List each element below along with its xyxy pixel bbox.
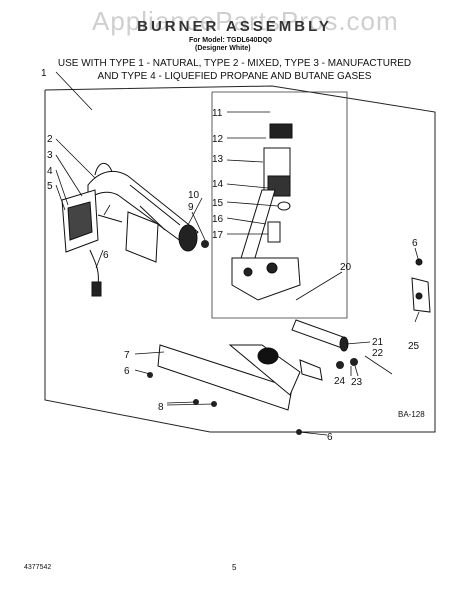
page-title: BURNER ASSEMBLY: [137, 18, 332, 35]
callout-label: 2: [47, 134, 53, 145]
callout-label: 4: [47, 166, 53, 177]
mounting-plate: [157, 344, 323, 411]
callout-label: 9: [188, 202, 194, 213]
screw: [147, 372, 153, 378]
callout-label: 1: [41, 68, 47, 79]
callout-label: 5: [47, 181, 53, 192]
callout-label: 3: [47, 150, 53, 161]
igniter-bracket: [61, 189, 123, 297]
callout-label: 13: [212, 154, 224, 165]
site-watermark: AppliancePartsPros.com: [92, 6, 399, 36]
callout-label: 12: [212, 134, 224, 145]
callout-label: 16: [212, 214, 224, 225]
diagram-code: BA-128: [398, 410, 425, 419]
screw: [336, 361, 344, 369]
callout-label: 23: [351, 377, 363, 388]
side-bracket: [411, 258, 431, 313]
callout-label: 11: [212, 108, 223, 119]
callout-label: 20: [340, 262, 352, 273]
callout-label: 17: [212, 230, 224, 241]
callout-labels: 1 2 3 4 5 6 7 6 8 9 10 11 12 13 14 15 16…: [41, 68, 420, 443]
model-line: For Model: TGDL640DQ0: [189, 37, 272, 44]
callout-label: 22: [372, 348, 384, 359]
callout-label: 25: [408, 341, 420, 352]
callout-label: 6: [327, 432, 333, 443]
heat-shield: [125, 211, 159, 263]
valve-box-outline: [211, 91, 348, 319]
footer-page-number: 5: [232, 563, 237, 572]
manifold-pipe: [291, 319, 349, 352]
screw: [350, 358, 358, 366]
callout-label: 15: [212, 198, 224, 209]
callout-label: 6: [412, 238, 418, 249]
callout-label: 24: [334, 376, 346, 387]
callout-label: 8: [158, 402, 164, 413]
callout-label: 6: [124, 366, 130, 377]
leader-lines: [55, 71, 420, 436]
callout-label: 21: [372, 337, 384, 348]
gas-valve-stack: [231, 123, 301, 301]
screw: [201, 240, 209, 248]
usage-line-2: AND TYPE 4 - LIQUEFIED PROPANE AND BUTAN…: [97, 71, 372, 82]
usage-line-1: USE WITH TYPE 1 - NATURAL, TYPE 2 - MIXE…: [57, 58, 412, 69]
callout-label: 6: [103, 250, 109, 261]
callout-label: 7: [124, 350, 130, 361]
frame-outline: [44, 85, 436, 433]
variant-line: (Designer White): [195, 45, 251, 52]
callout-label: 14: [212, 179, 224, 190]
footer-part-number: 4377542: [24, 564, 52, 571]
callout-label: 10: [188, 190, 200, 201]
